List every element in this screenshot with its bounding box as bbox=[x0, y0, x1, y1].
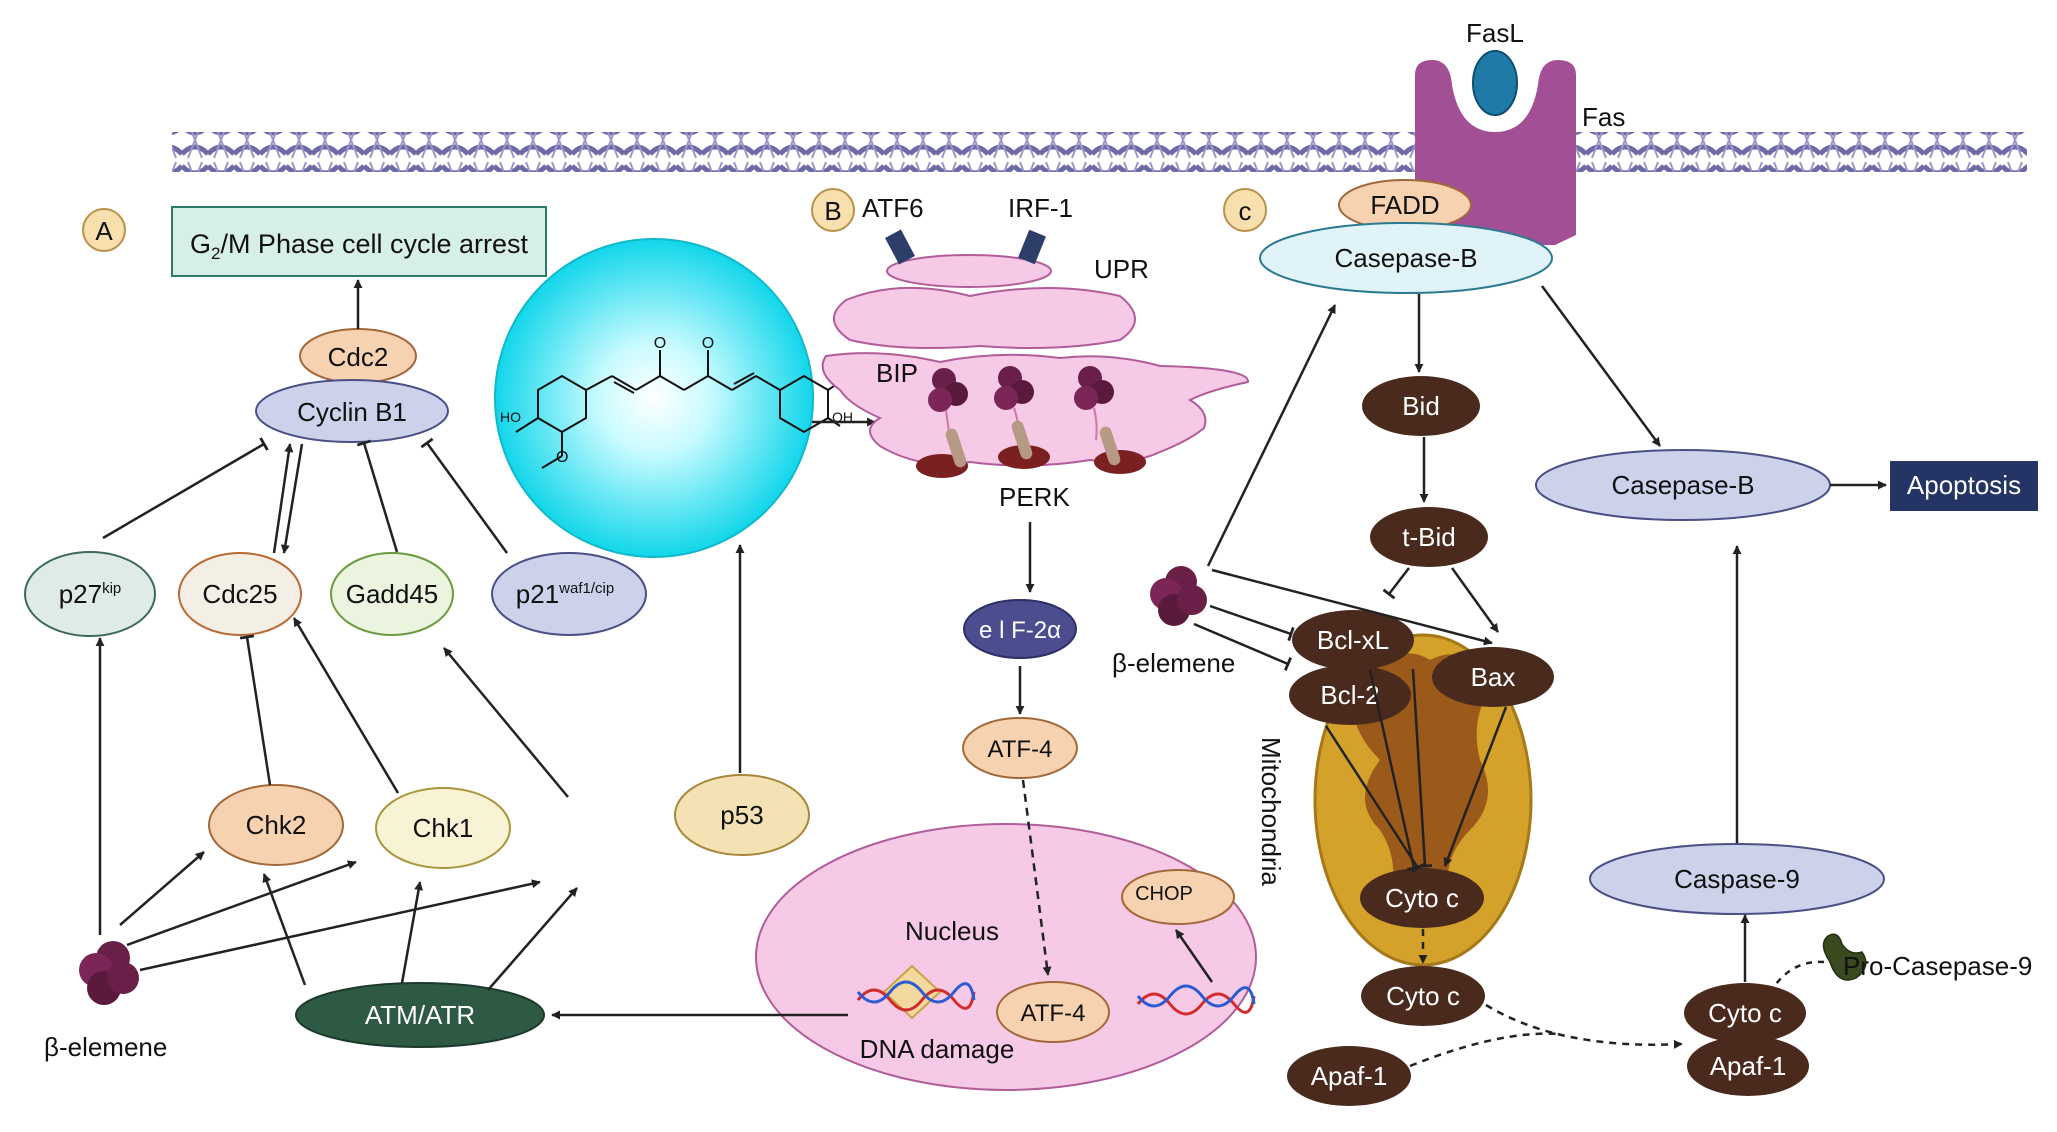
p27-node bbox=[24, 551, 156, 637]
g2m-arrest-label: G2/M Phase cell cycle arrest bbox=[190, 229, 529, 263]
curcumin-o3: O bbox=[556, 449, 568, 466]
panel-a-arrows bbox=[95, 279, 876, 991]
gadd45-label: Gadd45 bbox=[346, 579, 439, 609]
nucleus-label: Nucleus bbox=[905, 916, 999, 946]
atm-atr-node bbox=[295, 982, 545, 1048]
beta-elemene-label-a: β-elemene bbox=[44, 1032, 167, 1062]
fas-ligand-shape bbox=[1472, 50, 1518, 116]
cyclin-b1-node bbox=[255, 379, 449, 443]
atf4-node bbox=[962, 717, 1078, 779]
chop-node bbox=[1121, 869, 1235, 925]
dna-damage-helix bbox=[856, 964, 976, 1020]
p53-label: p53 bbox=[720, 800, 763, 830]
fas-label: Fas bbox=[1582, 102, 1625, 132]
chop-gene-helix bbox=[1136, 984, 1256, 1016]
panel-b-arrows bbox=[551, 522, 1214, 1020]
p21-node bbox=[491, 552, 647, 636]
bip-label: BIP bbox=[876, 358, 918, 388]
p21-label: p21waf1/cip bbox=[516, 579, 614, 609]
atf4-label: ATF-4 bbox=[988, 736, 1053, 763]
p27-label: p27kip bbox=[59, 579, 122, 609]
bcl2-label: Bcl-2 bbox=[1320, 680, 1379, 710]
cyclin-b1-label: Cyclin B1 bbox=[297, 397, 407, 427]
curcumin-o2: O bbox=[702, 335, 714, 352]
bid-label: Bid bbox=[1402, 391, 1440, 421]
panel-c-arrows bbox=[1193, 285, 1887, 1068]
tbid-label: t-Bid bbox=[1402, 522, 1455, 552]
eif2a-node bbox=[963, 599, 1077, 659]
apoptosis-label: Apoptosis bbox=[1907, 470, 2021, 500]
atf4-nuclear-node bbox=[996, 981, 1110, 1043]
cytoc-free-node bbox=[1361, 966, 1485, 1026]
bclxl-node bbox=[1292, 610, 1414, 670]
g2m-arrest-box bbox=[171, 206, 547, 277]
apaf1-complex-label: Apaf-1 bbox=[1710, 1051, 1787, 1081]
chk2-label: Chk2 bbox=[246, 810, 307, 840]
cytoc-complex-node bbox=[1684, 983, 1806, 1043]
fasl-label: FasL bbox=[1466, 18, 1524, 48]
chk1-label: Chk1 bbox=[413, 813, 474, 843]
bcl2-node bbox=[1289, 665, 1411, 725]
p53-node bbox=[674, 774, 810, 856]
irf1-label: IRF-1 bbox=[1008, 193, 1073, 223]
cytoc-free-label: Cyto c bbox=[1386, 981, 1460, 1011]
caspase9-node bbox=[1589, 843, 1885, 915]
chk1-node bbox=[375, 787, 511, 869]
gadd45-node bbox=[330, 552, 454, 636]
curcumin-oh1: HO bbox=[500, 409, 521, 425]
mitochondria-label: Mitochondria bbox=[1256, 737, 1286, 886]
eif2a-label: e l F-2α bbox=[979, 617, 1061, 644]
bax-node bbox=[1432, 647, 1554, 707]
tbid-node bbox=[1370, 507, 1488, 567]
pro-caspase9-label: Pro-Casepase-9 bbox=[1843, 951, 2032, 981]
mitochondria-cristae bbox=[1353, 653, 1490, 915]
chop-label: CHOP bbox=[1135, 883, 1193, 905]
atm-atr-label: ATM/ATR bbox=[365, 1000, 475, 1030]
apaf1-free-node bbox=[1287, 1046, 1411, 1106]
atf6-label: ATF6 bbox=[862, 193, 924, 223]
cdc2-label: Cdc2 bbox=[328, 342, 389, 372]
irf1-receptor bbox=[1018, 229, 1046, 265]
perk-label: PERK bbox=[999, 482, 1070, 512]
chk2-node bbox=[208, 784, 344, 866]
panel-b-letter: B bbox=[824, 196, 841, 226]
panel-a-letter: A bbox=[95, 216, 113, 246]
beta-elemene-label-c: β-elemene bbox=[1112, 648, 1235, 678]
casepase-b-top-label: Casepase-B bbox=[1334, 243, 1477, 273]
apaf1-free-label: Apaf-1 bbox=[1311, 1061, 1388, 1091]
bclxl-label: Bcl-xL bbox=[1317, 625, 1389, 655]
panel-a-badge bbox=[82, 208, 126, 252]
dna-damage-label: DNA damage bbox=[860, 1034, 1015, 1064]
beta-elemene-molecule-c bbox=[1150, 566, 1207, 626]
caspase9-label: Caspase-9 bbox=[1674, 864, 1800, 894]
bax-label: Bax bbox=[1471, 662, 1516, 692]
fadd-label: FADD bbox=[1370, 190, 1439, 220]
cdc25-label: Cdc25 bbox=[202, 579, 277, 609]
curcumin-structure bbox=[515, 350, 857, 469]
curcumin-sphere bbox=[494, 238, 814, 558]
atf4-nuclear-label: ATF-4 bbox=[1021, 1000, 1086, 1027]
panel-b-badge bbox=[811, 188, 855, 232]
apoptosis-box bbox=[1890, 461, 2038, 511]
panel-c-letter: c bbox=[1239, 196, 1252, 226]
atf6-receptor bbox=[885, 229, 915, 265]
cytoc-mito-label: Cyto c bbox=[1385, 883, 1459, 913]
pro-caspase9-molecule bbox=[1822, 933, 1867, 981]
casepase-b-mid-label: Casepase-B bbox=[1611, 470, 1754, 500]
bid-node bbox=[1362, 376, 1480, 436]
upr-label: UPR bbox=[1094, 254, 1149, 284]
cytoc-complex-label: Cyto c bbox=[1708, 998, 1782, 1028]
beta-elemene-molecule-a bbox=[79, 941, 139, 1005]
casepase-b-top-node bbox=[1259, 222, 1553, 294]
endoplasmic-reticulum bbox=[821, 254, 1249, 467]
curcumin-o1: O bbox=[654, 335, 666, 352]
cytoc-mito-node bbox=[1360, 868, 1484, 928]
panel-c-badge bbox=[1223, 188, 1267, 232]
apaf1-complex-node bbox=[1687, 1036, 1809, 1096]
bip-perk-complexes bbox=[916, 366, 1146, 478]
cell-membrane bbox=[172, 132, 2027, 172]
